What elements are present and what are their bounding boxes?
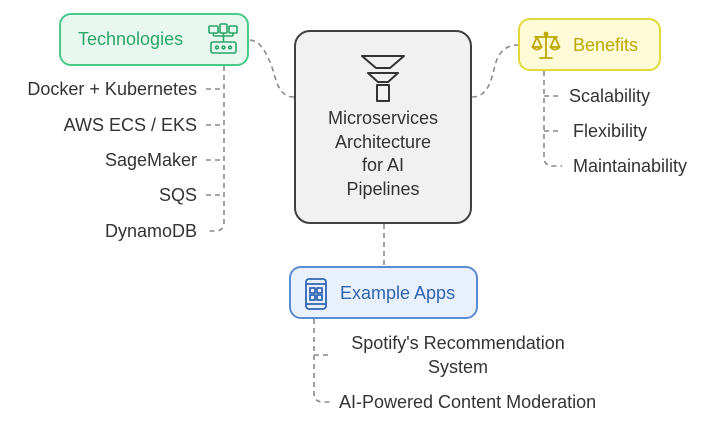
example-app-line: Spotify's Recommendation <box>351 333 565 353</box>
central-topic-title: Microservices Architecture for AI Pipeli… <box>296 107 470 201</box>
central-topic-line: Pipelines <box>346 178 420 199</box>
connector-apps-trunk <box>313 319 330 403</box>
technology-item: SQS <box>158 185 197 205</box>
technology-item: SageMaker <box>104 150 197 170</box>
example-app-item: Spotify's Recommendation System <box>338 331 578 379</box>
connector-technologies-trunk <box>206 66 225 232</box>
connector-center-technologies <box>248 39 295 98</box>
example-app-item: AI-Powered Content Moderation <box>339 392 597 412</box>
connector-center-benefits <box>471 44 519 98</box>
scale-icon <box>530 30 562 67</box>
technology-item: Docker + Kubernetes <box>27 79 197 99</box>
benefit-item: Scalability <box>569 86 651 106</box>
central-topic-line: Microservices <box>327 108 438 128</box>
central-topic-node[interactable]: Microservices Architecture for AI Pipeli… <box>294 30 472 224</box>
funnel-icon <box>360 54 406 107</box>
benefits-node[interactable]: Benefits <box>518 18 661 71</box>
benefits-label: Benefits <box>573 35 639 55</box>
example-apps-label: Example Apps <box>340 283 456 303</box>
example-app-line: System <box>427 357 488 377</box>
benefit-item: Flexibility <box>573 121 648 141</box>
mobile-app-icon <box>303 278 329 315</box>
connector-benefits-trunk <box>543 71 562 167</box>
technology-item: DynamoDB <box>104 221 197 241</box>
benefit-item: Maintainability <box>573 156 688 176</box>
example-apps-node[interactable]: Example Apps <box>289 266 478 319</box>
technology-item: AWS ECS / EKS <box>63 115 197 135</box>
central-topic-line: for AI <box>361 155 405 175</box>
network-devices-icon <box>207 23 239 62</box>
technologies-node[interactable]: Technologies <box>59 13 249 66</box>
technologies-label: Technologies <box>78 29 184 49</box>
central-topic-line: Architecture <box>334 131 432 152</box>
